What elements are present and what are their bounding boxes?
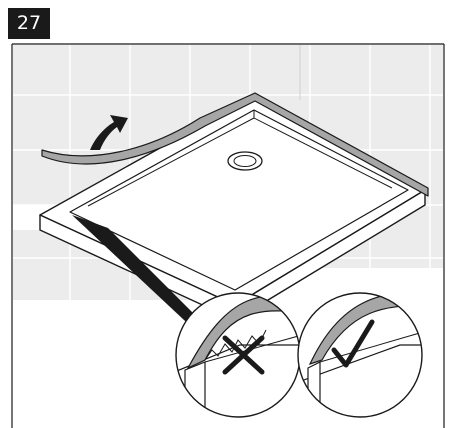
detail-incorrect <box>175 292 301 418</box>
sealing-tape <box>41 92 429 197</box>
cross-icon <box>222 335 265 375</box>
shower-tray <box>39 94 426 321</box>
detail-correct <box>297 292 423 418</box>
detail-pointer <box>72 215 210 335</box>
check-icon <box>331 319 375 368</box>
tray-basin <box>69 109 409 291</box>
step-number-badge: 27 <box>8 8 50 39</box>
curved-arrow-up-icon <box>90 115 128 150</box>
illustration-frame <box>11 43 445 428</box>
